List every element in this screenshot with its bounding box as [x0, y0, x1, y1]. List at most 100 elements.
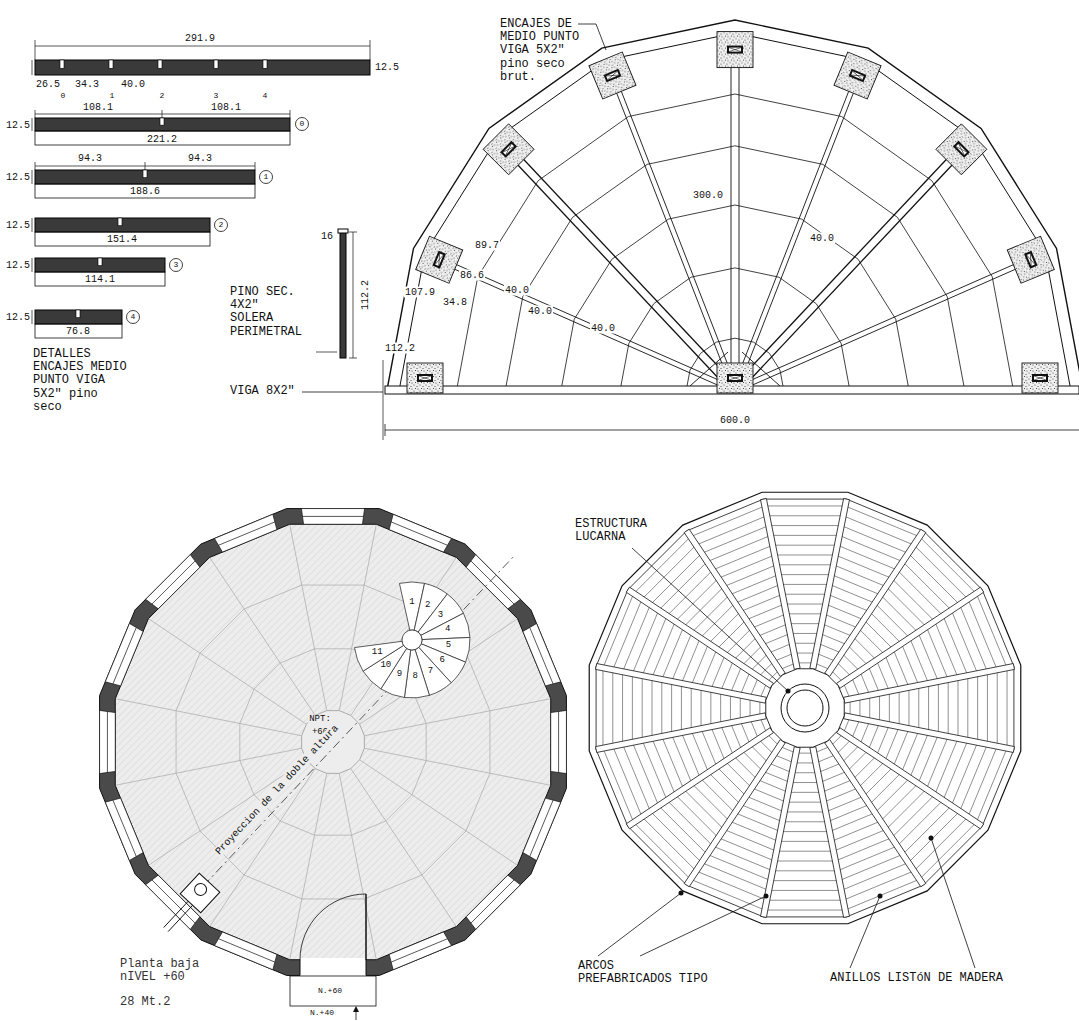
- window-glass: [152, 561, 195, 604]
- window-glass: [391, 522, 447, 545]
- batten-ring: [721, 624, 890, 793]
- window: [301, 509, 364, 525]
- beam-piece: [35, 258, 165, 272]
- dimension-tick: [385, 424, 386, 436]
- notch: [143, 170, 147, 178]
- window: [389, 932, 451, 970]
- step-number: 4: [445, 625, 450, 635]
- step-number: 7: [428, 667, 433, 677]
- beam-piece: [35, 60, 370, 75]
- support-block: [416, 236, 463, 283]
- joint-plate: [849, 69, 867, 83]
- leader-line: [640, 896, 766, 956]
- beam-piece: [35, 218, 210, 232]
- step-number: 10: [380, 661, 391, 671]
- support-footing: [407, 363, 443, 393]
- window: [551, 710, 567, 773]
- window-glass: [218, 939, 274, 962]
- notch: [158, 60, 162, 68]
- dimension: 12.5: [6, 172, 30, 183]
- support-footing: [483, 124, 534, 175]
- notch-number: 0: [61, 92, 66, 101]
- chimney: [156, 873, 220, 939]
- support-footing: [717, 363, 753, 393]
- rafter: [424, 256, 734, 393]
- dimension: 86.6: [459, 270, 485, 281]
- rafter: [732, 135, 969, 387]
- notch-number: 3: [214, 92, 219, 101]
- dimension: 114.1: [85, 274, 115, 285]
- thickness-dimension: [32, 310, 33, 324]
- window: [146, 555, 200, 609]
- support-footing: [416, 236, 463, 283]
- leader-line: [302, 392, 383, 393]
- dimension-line: [35, 114, 290, 115]
- perimeter-wall: [100, 509, 567, 976]
- floor-grid: [115, 748, 301, 785]
- beam-piece: [35, 118, 290, 131]
- window-glass: [113, 800, 136, 856]
- half-elevation: [383, 20, 1079, 440]
- arrow-head: [353, 1006, 359, 1012]
- mark-number: 1: [264, 173, 269, 182]
- batten-ring: [760, 663, 850, 753]
- step-number: 11: [372, 648, 383, 658]
- dimension: 16: [321, 231, 333, 242]
- dimension-tick: [35, 40, 36, 60]
- floor-grid: [148, 619, 306, 725]
- floor-grid: [210, 557, 316, 715]
- dimension-tick: [162, 110, 163, 118]
- rafter: [737, 61, 866, 391]
- joint-cross: [1027, 253, 1035, 266]
- batten-ring: [711, 614, 899, 802]
- material-note: VIGA 8X2": [230, 385, 295, 398]
- joint-cross: [729, 376, 741, 380]
- batten-ring: [652, 555, 958, 861]
- rafter: [739, 33, 740, 390]
- chimney-flue: [192, 881, 209, 898]
- material-note: ENCAJES DE MEDIO PUNTO VIGA 5X2" pino se…: [500, 18, 583, 84]
- level-arrow: [356, 1011, 357, 1020]
- joint-cross: [956, 144, 967, 155]
- step-number: 5: [446, 641, 451, 651]
- plan-title: Planta baja nIVEL +60: [120, 958, 203, 984]
- mark-number: 4: [131, 313, 136, 322]
- joint-cross: [435, 253, 443, 266]
- dimension-tick: [349, 232, 357, 233]
- leader-line: [316, 352, 337, 353]
- joint-slot: [503, 144, 514, 155]
- dimension: 26.5: [36, 79, 60, 90]
- joint-cross: [729, 48, 741, 52]
- support-block: [1007, 236, 1054, 283]
- detail-title: DETALLES ENCAJES MEDIO PUNTO VIGA 5X2" p…: [33, 348, 130, 414]
- dimension-line: [353, 232, 354, 358]
- leader-line: [578, 24, 606, 50]
- rafter: [734, 251, 1044, 388]
- batten-ring: [681, 584, 928, 831]
- mark-circle: [215, 219, 228, 232]
- prefab-arch: [596, 664, 767, 704]
- notch: [160, 118, 164, 125]
- joint-cross: [503, 144, 514, 155]
- mark-circle: [296, 118, 309, 131]
- batten-ring: [750, 653, 860, 763]
- window: [523, 624, 561, 686]
- prefab-arch: [837, 728, 984, 829]
- purlin-ring: [505, 146, 964, 390]
- support-block: [936, 124, 987, 175]
- leader-dot: [679, 891, 684, 896]
- leader-dot: [878, 894, 883, 899]
- dimension: 12.5: [6, 312, 30, 323]
- joint-cross: [1034, 376, 1046, 380]
- mark-circle: [170, 259, 183, 272]
- joint-cross: [1027, 253, 1035, 266]
- step-number: 1: [409, 598, 414, 608]
- batten-ring: [642, 545, 968, 871]
- joint-cross: [729, 48, 741, 52]
- length-box: [35, 184, 255, 198]
- dimension: 40.0: [527, 306, 553, 317]
- dimension: 12.5: [375, 62, 399, 73]
- skylight-ring: [781, 684, 829, 732]
